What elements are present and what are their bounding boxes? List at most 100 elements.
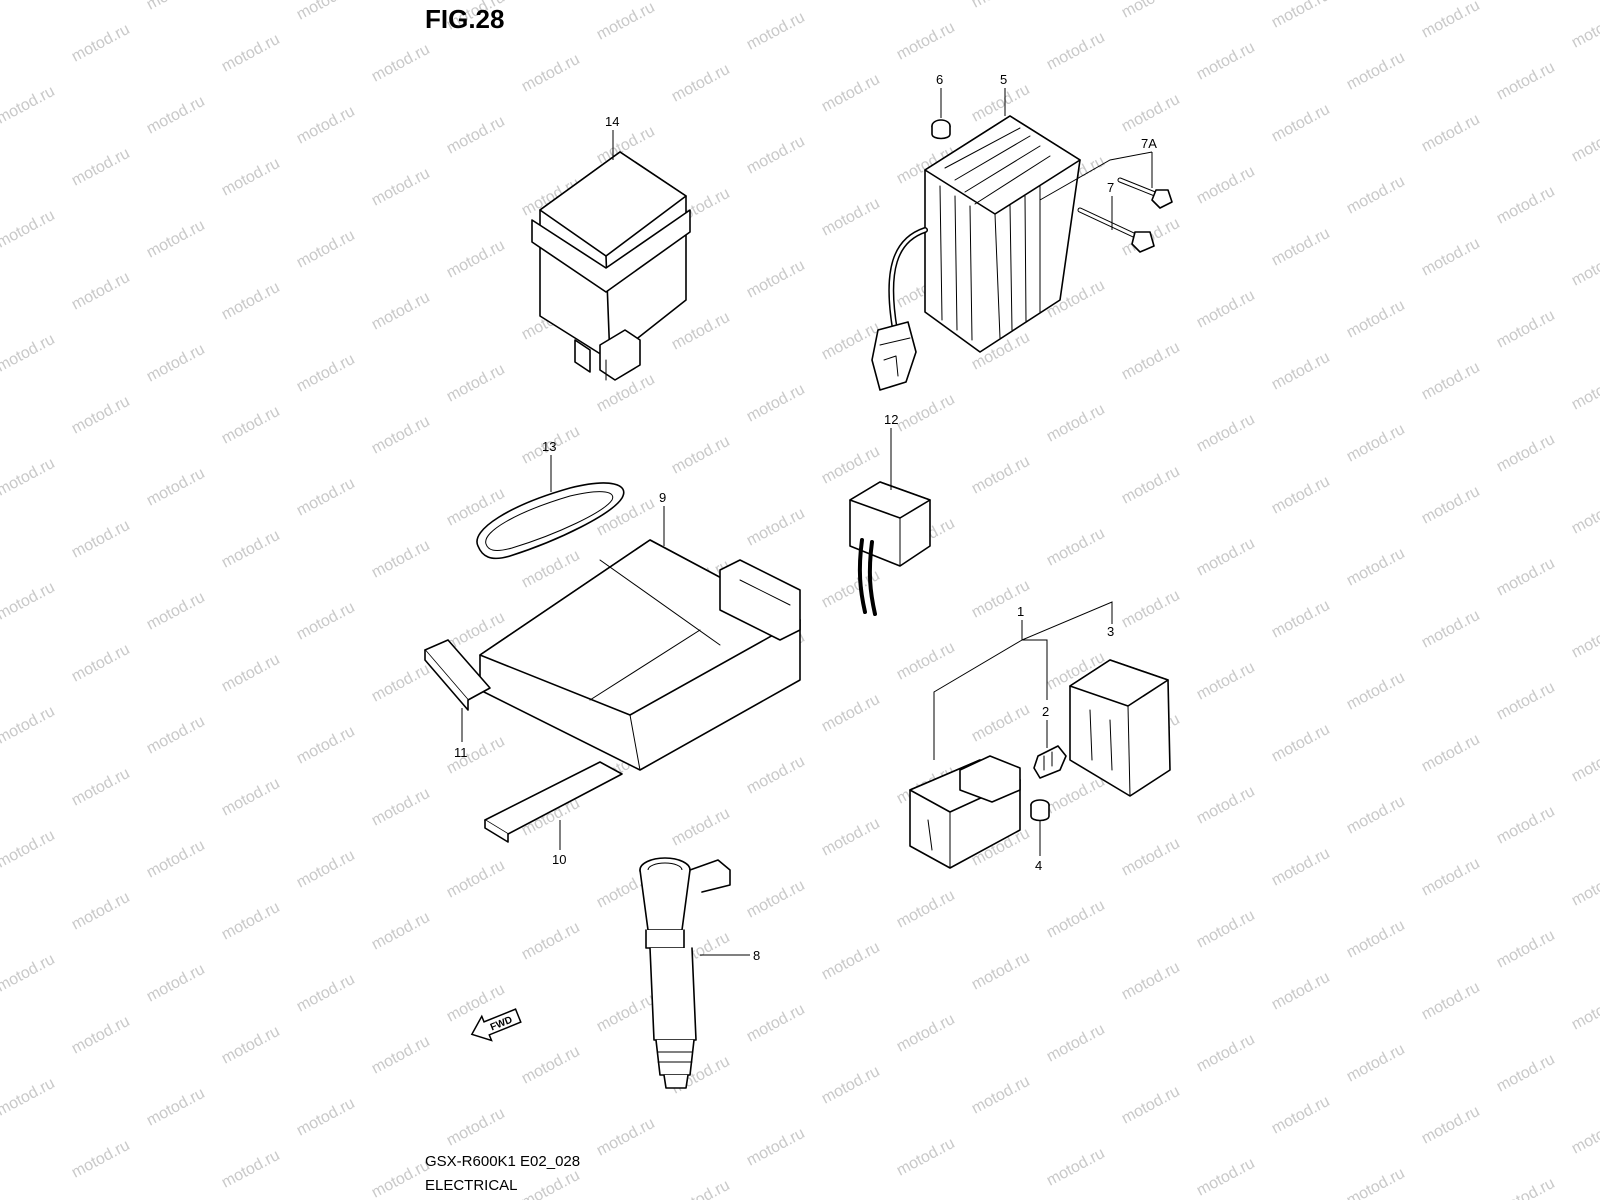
watermark: motod.ru bbox=[1344, 917, 1408, 962]
watermark: motod.ru bbox=[1269, 349, 1333, 394]
watermark: motod.ru bbox=[1569, 1113, 1600, 1158]
watermark: motod.ru bbox=[369, 909, 433, 954]
callout-13[interactable]: 13 bbox=[542, 439, 556, 454]
watermark: motod.ru bbox=[1419, 0, 1483, 42]
watermark: motod.ru bbox=[1044, 1021, 1108, 1066]
callout-9[interactable]: 9 bbox=[659, 490, 666, 505]
watermark: motod.ru bbox=[669, 1177, 733, 1200]
watermark: motod.ru bbox=[1494, 555, 1558, 600]
watermark: motod.ru bbox=[1419, 483, 1483, 528]
watermark: motod.ru bbox=[1269, 845, 1333, 890]
watermark: motod.ru bbox=[1494, 307, 1558, 352]
callout-4[interactable]: 4 bbox=[1035, 858, 1042, 873]
watermark: motod.ru bbox=[294, 351, 358, 396]
watermark: motod.ru bbox=[1494, 183, 1558, 228]
watermark: motod.ru bbox=[369, 289, 433, 334]
part-2-fuse[interactable] bbox=[1033, 745, 1067, 779]
watermark: motod.ru bbox=[1569, 741, 1600, 786]
callout-7a[interactable]: 7A bbox=[1141, 136, 1157, 151]
watermark: motod.ru bbox=[969, 1073, 1033, 1118]
part-6-grommet[interactable] bbox=[931, 119, 951, 140]
watermark: motod.ru bbox=[1119, 463, 1183, 508]
callout-6[interactable]: 6 bbox=[936, 72, 943, 87]
watermark: motod.ru bbox=[744, 133, 808, 178]
watermark: motod.ru bbox=[1119, 0, 1183, 22]
watermark: motod.ru bbox=[69, 21, 133, 66]
part-1-starter-relay[interactable] bbox=[909, 755, 1021, 869]
part-5-regulator-rectifier[interactable] bbox=[871, 115, 1081, 391]
part-14-ignitor-box[interactable] bbox=[531, 151, 691, 381]
watermark: motod.ru bbox=[1419, 731, 1483, 776]
watermark: motod.ru bbox=[519, 919, 583, 964]
watermark: motod.ru bbox=[1269, 597, 1333, 642]
watermark: motod.ru bbox=[369, 661, 433, 706]
watermark: motod.ru bbox=[369, 413, 433, 458]
watermark: motod.ru bbox=[219, 31, 283, 76]
watermark: motod.ru bbox=[0, 827, 58, 872]
watermark: motod.ru bbox=[144, 713, 208, 758]
callout-14[interactable]: 14 bbox=[605, 114, 619, 129]
watermark: motod.ru bbox=[1569, 617, 1600, 662]
watermark: motod.ru bbox=[1344, 669, 1408, 714]
watermark: motod.ru bbox=[0, 579, 58, 624]
part-9-ecu[interactable] bbox=[479, 539, 801, 771]
watermark: motod.ru bbox=[219, 775, 283, 820]
watermark: motod.ru bbox=[744, 877, 808, 922]
part-3-cover[interactable] bbox=[1069, 659, 1171, 797]
watermark: motod.ru bbox=[294, 103, 358, 148]
watermark: motod.ru bbox=[744, 753, 808, 798]
watermark: motod.ru bbox=[1419, 855, 1483, 900]
callout-2[interactable]: 2 bbox=[1042, 704, 1049, 719]
callout-8[interactable]: 8 bbox=[753, 948, 760, 963]
part-13-seal[interactable] bbox=[476, 482, 625, 560]
watermark: motod.ru bbox=[219, 403, 283, 448]
part-7-bolt[interactable] bbox=[1077, 207, 1155, 253]
watermark: motod.ru bbox=[144, 961, 208, 1006]
callout-11[interactable]: 11 bbox=[454, 745, 468, 760]
watermark: motod.ru bbox=[1194, 39, 1258, 84]
watermark: motod.ru bbox=[294, 847, 358, 892]
watermark: motod.ru bbox=[444, 857, 508, 902]
part-12-relay[interactable] bbox=[849, 481, 931, 616]
watermark: motod.ru bbox=[0, 703, 58, 748]
watermark: motod.ru bbox=[1044, 897, 1108, 942]
part-8-ignition-coil[interactable] bbox=[639, 857, 731, 1089]
part-11-label[interactable] bbox=[424, 639, 491, 711]
callout-1[interactable]: 1 bbox=[1017, 604, 1024, 619]
leader-1b bbox=[1022, 639, 1048, 700]
watermark: motod.ru bbox=[0, 0, 58, 4]
callout-10[interactable]: 10 bbox=[552, 852, 566, 867]
watermark: motod.ru bbox=[1269, 473, 1333, 518]
callout-5[interactable]: 5 bbox=[1000, 72, 1007, 87]
watermark: motod.ru bbox=[594, 371, 658, 416]
watermark: motod.ru bbox=[519, 51, 583, 96]
watermark: motod.ru bbox=[294, 971, 358, 1016]
watermark: motod.ru bbox=[369, 165, 433, 210]
watermark: motod.ru bbox=[1419, 1103, 1483, 1148]
part-4-screw[interactable] bbox=[1030, 799, 1050, 822]
watermark: motod.ru bbox=[1569, 121, 1600, 166]
watermark: motod.ru bbox=[369, 785, 433, 830]
watermark: motod.ru bbox=[294, 0, 358, 24]
watermark: motod.ru bbox=[69, 393, 133, 438]
leader-7a-b bbox=[1039, 151, 1153, 201]
part-7a-bolt[interactable] bbox=[1117, 177, 1173, 209]
watermark: motod.ru bbox=[219, 899, 283, 944]
leader-1c bbox=[1021, 601, 1113, 641]
watermark: motod.ru bbox=[969, 701, 1033, 746]
part-10-pad[interactable] bbox=[484, 761, 623, 843]
leader-1a bbox=[933, 620, 1023, 760]
watermark: motod.ru bbox=[444, 361, 508, 406]
callout-7[interactable]: 7 bbox=[1107, 180, 1114, 195]
watermark: motod.ru bbox=[1344, 173, 1408, 218]
watermark: motod.ru bbox=[819, 0, 883, 2]
watermark: motod.ru bbox=[1194, 783, 1258, 828]
watermark: motod.ru bbox=[294, 723, 358, 768]
callout-3[interactable]: 3 bbox=[1107, 624, 1114, 639]
watermark: motod.ru bbox=[894, 887, 958, 932]
watermark: motod.ru bbox=[1194, 163, 1258, 208]
callout-12[interactable]: 12 bbox=[884, 412, 898, 427]
watermark: motod.ru bbox=[294, 1095, 358, 1140]
watermark: motod.ru bbox=[669, 309, 733, 354]
